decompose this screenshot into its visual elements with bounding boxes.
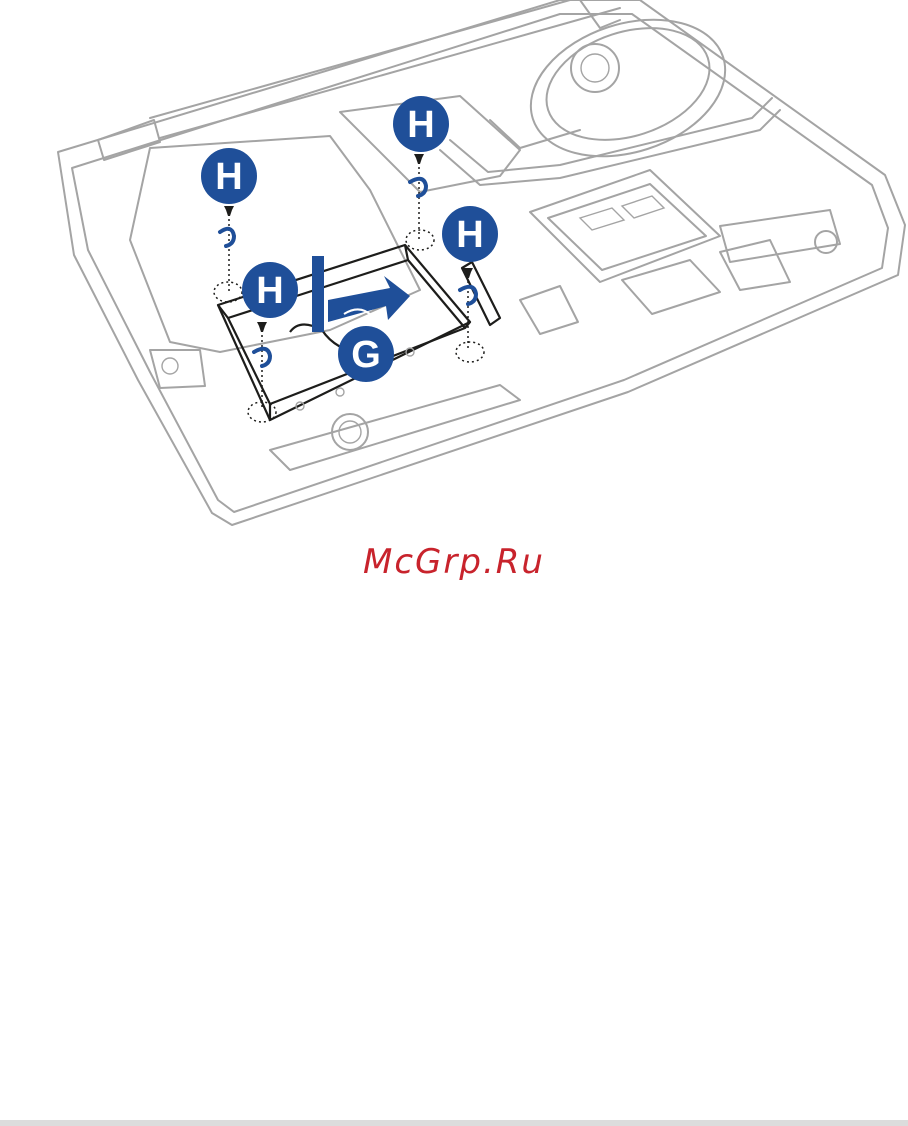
watermark: McGrp.Ru	[0, 542, 908, 582]
cooling-fan	[340, 0, 780, 192]
callout-h-3: H	[442, 206, 498, 262]
callout-h-4: H	[242, 262, 298, 318]
hdd-removal-diagram: H H H H G	[0, 0, 908, 540]
callout-g: G	[338, 326, 394, 382]
memory-module	[520, 170, 840, 334]
laptop-chassis	[58, 0, 905, 525]
svg-text:H: H	[407, 104, 434, 146]
slide-arrow-icon	[312, 256, 410, 332]
callout-h-2: H	[393, 96, 449, 152]
speaker-icon	[332, 414, 368, 450]
fan-icon	[571, 44, 619, 92]
svg-text:G: G	[351, 334, 381, 376]
footer-divider	[0, 1120, 908, 1126]
svg-text:H: H	[456, 214, 483, 256]
svg-text:H: H	[215, 156, 242, 198]
callout-h-1: H	[201, 148, 257, 204]
svg-text:H: H	[256, 270, 283, 312]
